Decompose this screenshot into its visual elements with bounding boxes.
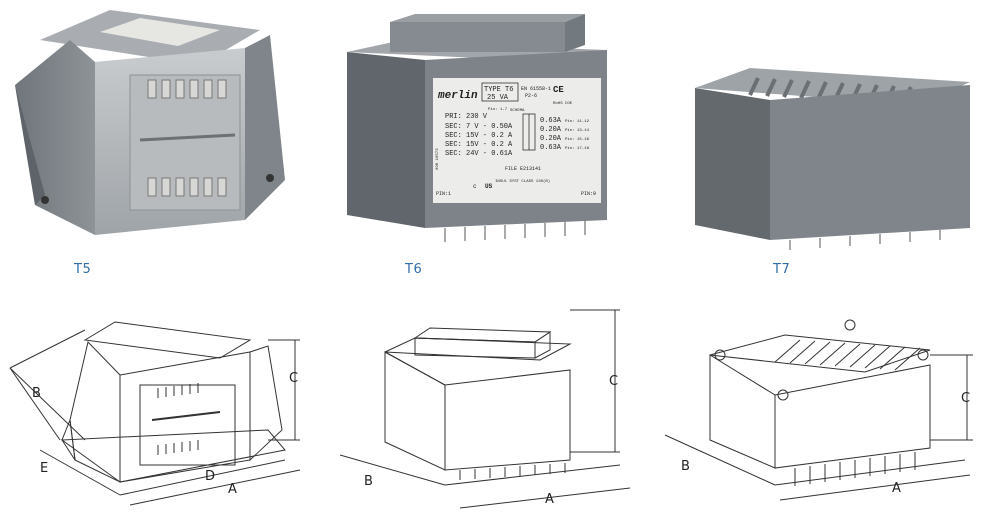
- t6-ul-us: US: [485, 183, 493, 190]
- t6-pri: PRI: 230 V: [445, 113, 488, 121]
- t6-side-code: 098 10573: [436, 148, 440, 170]
- t6-amp-3: 0.63A: [540, 144, 562, 152]
- t6-pin-right: PIN:9: [581, 191, 596, 197]
- t5-dim-d: D: [205, 469, 215, 484]
- t6-brand: merlin: [437, 90, 478, 102]
- t6-pins-top: Pin: 1-7: [488, 107, 508, 112]
- t6-dim-a: A: [545, 492, 554, 507]
- t6-ul-c: c: [473, 183, 477, 190]
- t6-pinr-1: Pin: 13-14: [565, 128, 590, 133]
- t6-standard: EN 61558-1: [521, 86, 551, 92]
- t6-type: TYPE T6: [484, 86, 513, 94]
- t6-pinr-2: Pin: 15-16: [565, 137, 590, 142]
- t6-amp-1: 0.20A: [540, 126, 562, 134]
- t6-pinr-0: Pin: 11-12: [565, 119, 590, 124]
- t6-file: FILE E213141: [505, 166, 541, 172]
- t5-dimension-drawing: B C E D A: [0, 300, 310, 520]
- t6-sec-2: SEC: 15V - 0.2 A: [445, 141, 513, 149]
- caption-t7: T7: [773, 262, 791, 277]
- t6-rohs: RoHS COE: [553, 102, 573, 106]
- t7-dimension-drawing: C B A: [655, 300, 985, 520]
- t6-amp-2: 0.20A: [540, 135, 562, 143]
- caption-t5: T5: [74, 262, 92, 277]
- t6-amp-0: 0.63A: [540, 117, 562, 125]
- t6-dim-b: B: [364, 474, 373, 489]
- t7-dim-a: A: [892, 481, 901, 496]
- t7-photo: [680, 0, 980, 250]
- t6-va: 25 VA: [487, 94, 509, 102]
- t6-standard2: P2-6: [525, 93, 537, 99]
- caption-t6: T6: [405, 262, 423, 277]
- t5-dim-b: B: [32, 386, 41, 401]
- svg-text:CE: CE: [553, 85, 564, 95]
- t6-schema: SCHEMA: [510, 109, 525, 113]
- t6-photo: merlin TYPE T6 25 VA EN 61558-1 P2-6 CE …: [335, 0, 625, 250]
- t6-sec-1: SEC: 15V - 0.2 A: [445, 132, 513, 140]
- t5-photo: [0, 0, 300, 250]
- t5-dim-e: E: [40, 461, 48, 476]
- t6-sec-0: SEC: 7 V - 0.50A: [445, 123, 513, 131]
- t6-dim-c: C: [609, 374, 618, 389]
- t7-dim-c: C: [961, 391, 970, 406]
- t5-dim-c: C: [289, 371, 298, 386]
- t6-pin-left: PIN:1: [436, 191, 451, 197]
- t6-dimension-drawing: C B A: [330, 300, 650, 520]
- t7-dim-b: B: [681, 459, 690, 474]
- t6-insul: INSUL SYST CLASS 130(B): [495, 179, 550, 184]
- t6-pinr-3: Pin: 17-18: [565, 146, 590, 151]
- t6-sec-3: SEC: 24V - 0.61A: [445, 150, 513, 158]
- t5-dim-a: A: [228, 482, 237, 497]
